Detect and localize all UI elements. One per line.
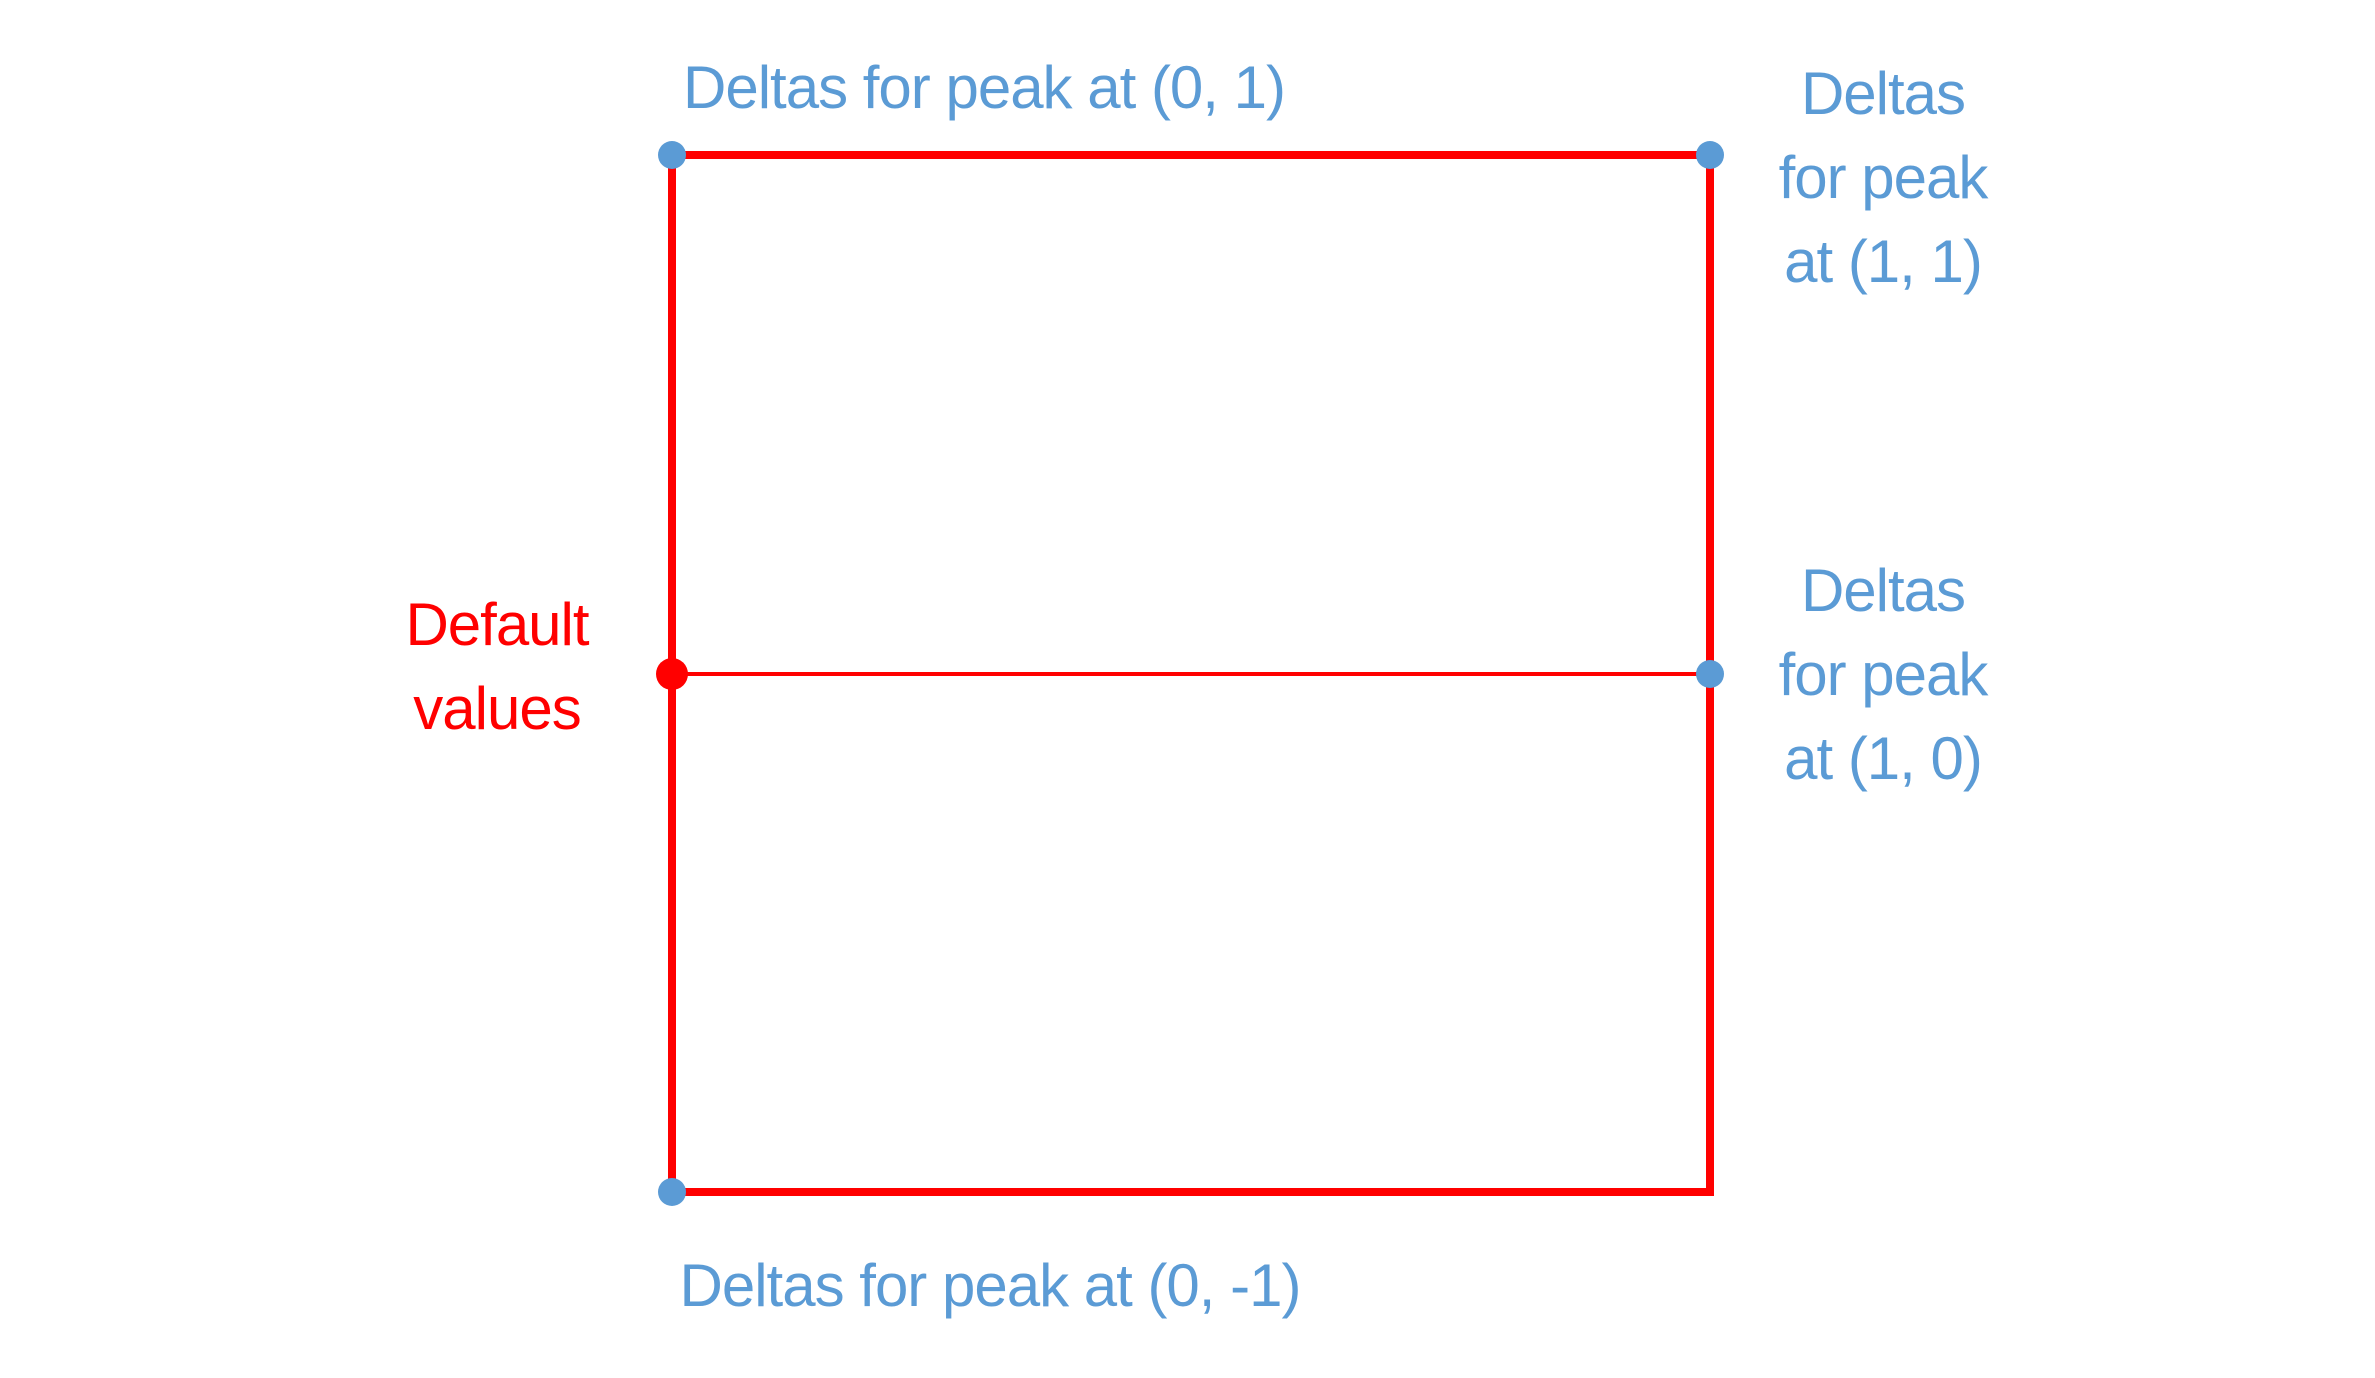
label-peak-1-0-line-3: at (1, 0): [1784, 725, 1983, 792]
peak-1-0-dot: [1696, 660, 1724, 688]
label-default-values-line-2: values: [413, 675, 581, 742]
peak-1-1-dot: [1696, 141, 1724, 169]
label-peak-0-1: Deltas for peak at (0, 1): [683, 54, 1286, 121]
label-peak-1-0-line-1: Deltas: [1800, 557, 1966, 624]
label-peak-1-1-line-2: for peak: [1778, 144, 1989, 211]
default-values-dot: [656, 658, 688, 690]
label-default-values-line-1: Default: [405, 591, 589, 658]
label-peak-1-1-line-3: at (1, 1): [1784, 228, 1983, 295]
label-default-values: Default values: [405, 583, 589, 751]
label-peak-1-0: Deltas for peak at (1, 0): [1778, 549, 1989, 801]
label-peak-0-neg1: Deltas for peak at (0, -1): [679, 1252, 1302, 1319]
label-peak-1-1-line-1: Deltas: [1800, 60, 1966, 127]
peak-0-neg1-dot: [658, 1178, 686, 1206]
label-peak-1-0-line-2: for peak: [1778, 641, 1989, 708]
peak-0-1-dot: [658, 141, 686, 169]
label-peak-1-1: Deltas for peak at (1, 1): [1778, 52, 1989, 304]
